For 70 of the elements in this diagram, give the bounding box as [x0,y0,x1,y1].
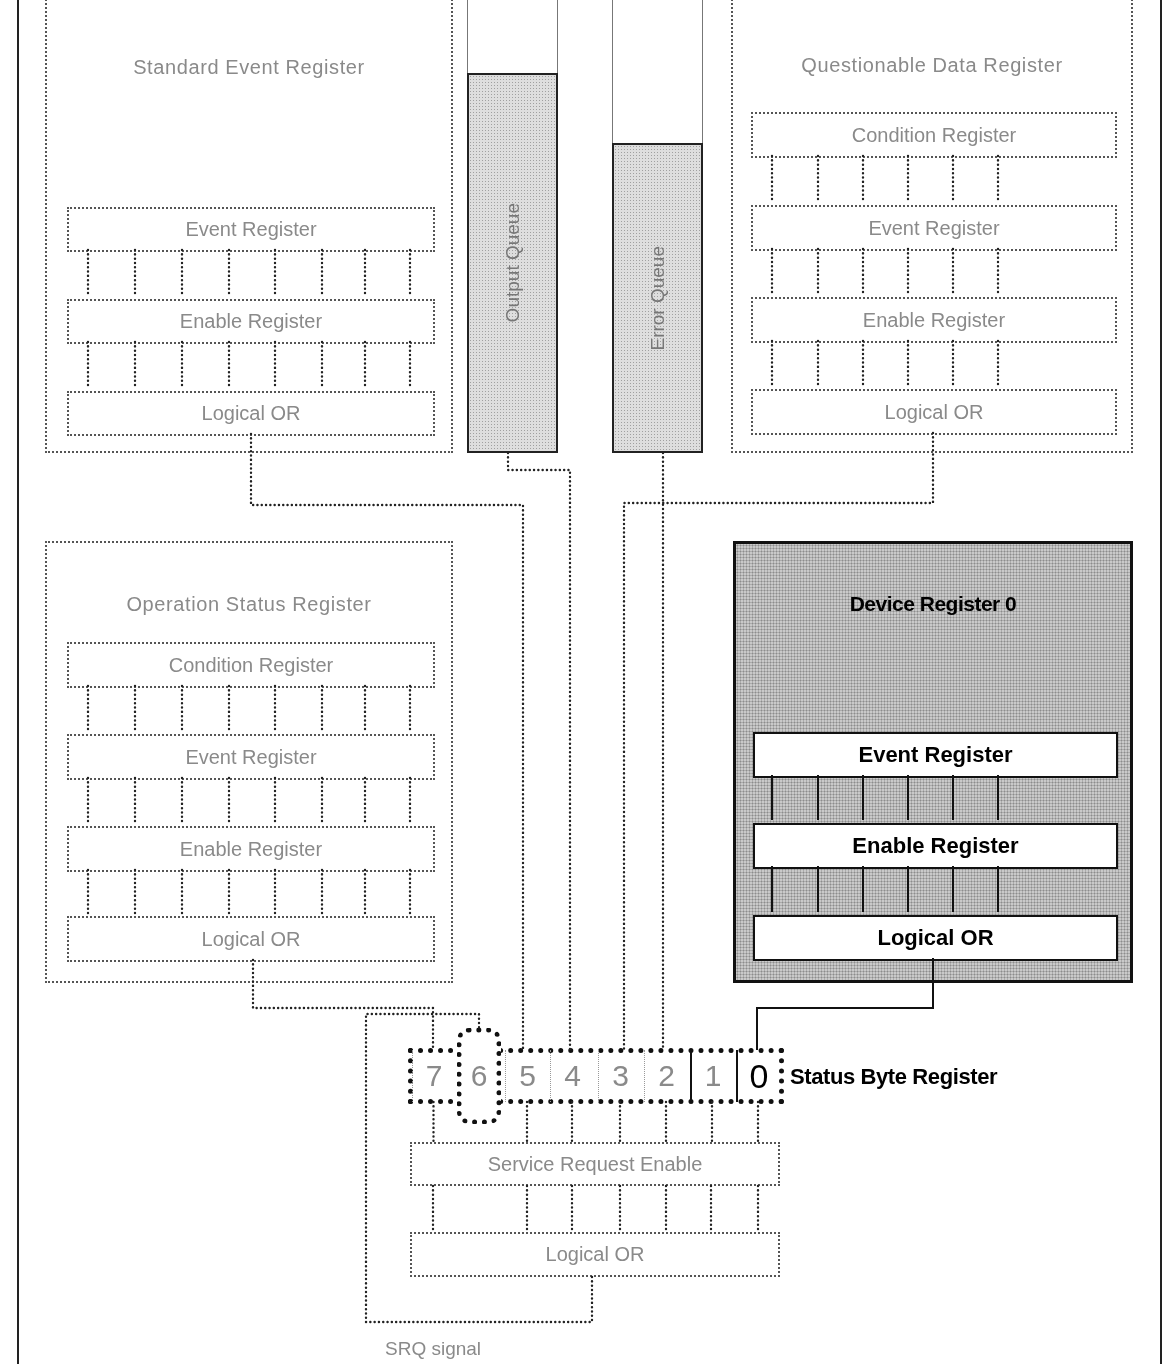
register-label: Status Byte Register [790,1064,998,1090]
register-panel [45,0,453,453]
connector-line [364,1012,594,1324]
bit-line [817,774,819,821]
bit-line [664,1100,668,1144]
register-box: Logical OR [753,915,1118,961]
register-box: Event Register [753,732,1118,778]
register-box: Event Register [751,205,1117,251]
register-title: Questionable Data Register [800,54,1064,77]
register-box: Enable Register [751,297,1117,343]
connector-line [756,957,934,1051]
bit-line [817,865,819,913]
register-box: Event Register [67,734,435,780]
bit-line [771,774,773,821]
bit-line [952,774,954,821]
register-box: Logical OR [67,391,435,436]
bit-line [862,774,864,821]
bit-cell: 4 [550,1050,594,1102]
bit-line [408,868,412,916]
signal-label: SRQ signal [385,1338,482,1360]
connector-line [622,431,935,1052]
bit-cell: 7 [412,1050,455,1102]
register-box: Event Register [67,207,435,252]
register-box: Condition Register [67,642,435,688]
bit-line [86,868,90,916]
register-box: Service Request Enable [410,1142,780,1186]
register-panel [733,541,1133,983]
register-title: Standard Event Register [132,56,366,79]
queue-label: Output Queue [501,203,524,323]
bit-line [710,1100,714,1144]
register-box: Enable Register [67,826,435,872]
bit-cell: 2 [644,1050,688,1102]
bit-line [320,868,324,916]
register-box: Condition Register [751,112,1117,158]
queue-column [467,0,558,453]
register-box: Enable Register [753,823,1118,869]
bit-line [363,868,367,916]
bit-line [771,865,773,913]
register-panel [45,541,453,983]
register-box: Logical OR [67,916,435,962]
bit-line [907,774,909,821]
bit-line [907,865,909,913]
bit-line [997,865,999,913]
queue-label: Error Queue [646,245,669,351]
connector-line [249,432,525,1052]
bit-cell: 5 [505,1050,549,1102]
bit-cell: 3 [598,1050,642,1102]
bit-line [525,1100,529,1144]
bit-line [862,865,864,913]
bit-line [432,1100,435,1144]
bit-line [180,868,184,916]
register-panel [731,0,1133,453]
bit-line [273,868,277,916]
bit-line [227,868,231,916]
bit-line [618,1100,622,1144]
bit-line [756,1100,760,1144]
bit-cell: 1 [690,1050,734,1102]
register-box: Logical OR [751,389,1117,435]
register-title: Device Register 0 [848,592,1018,616]
bit-line [570,1100,574,1144]
bit-cell: 0 [736,1050,780,1102]
queue-column [612,0,703,453]
bit-line [997,774,999,821]
bit-line [952,865,954,913]
connector-line [506,451,572,1052]
bit-cell: 6 [457,1028,501,1124]
bit-line [133,868,137,916]
register-title: Operation Status Register [125,593,373,616]
register-box: Enable Register [67,299,435,344]
register-box: Logical OR [410,1232,780,1277]
